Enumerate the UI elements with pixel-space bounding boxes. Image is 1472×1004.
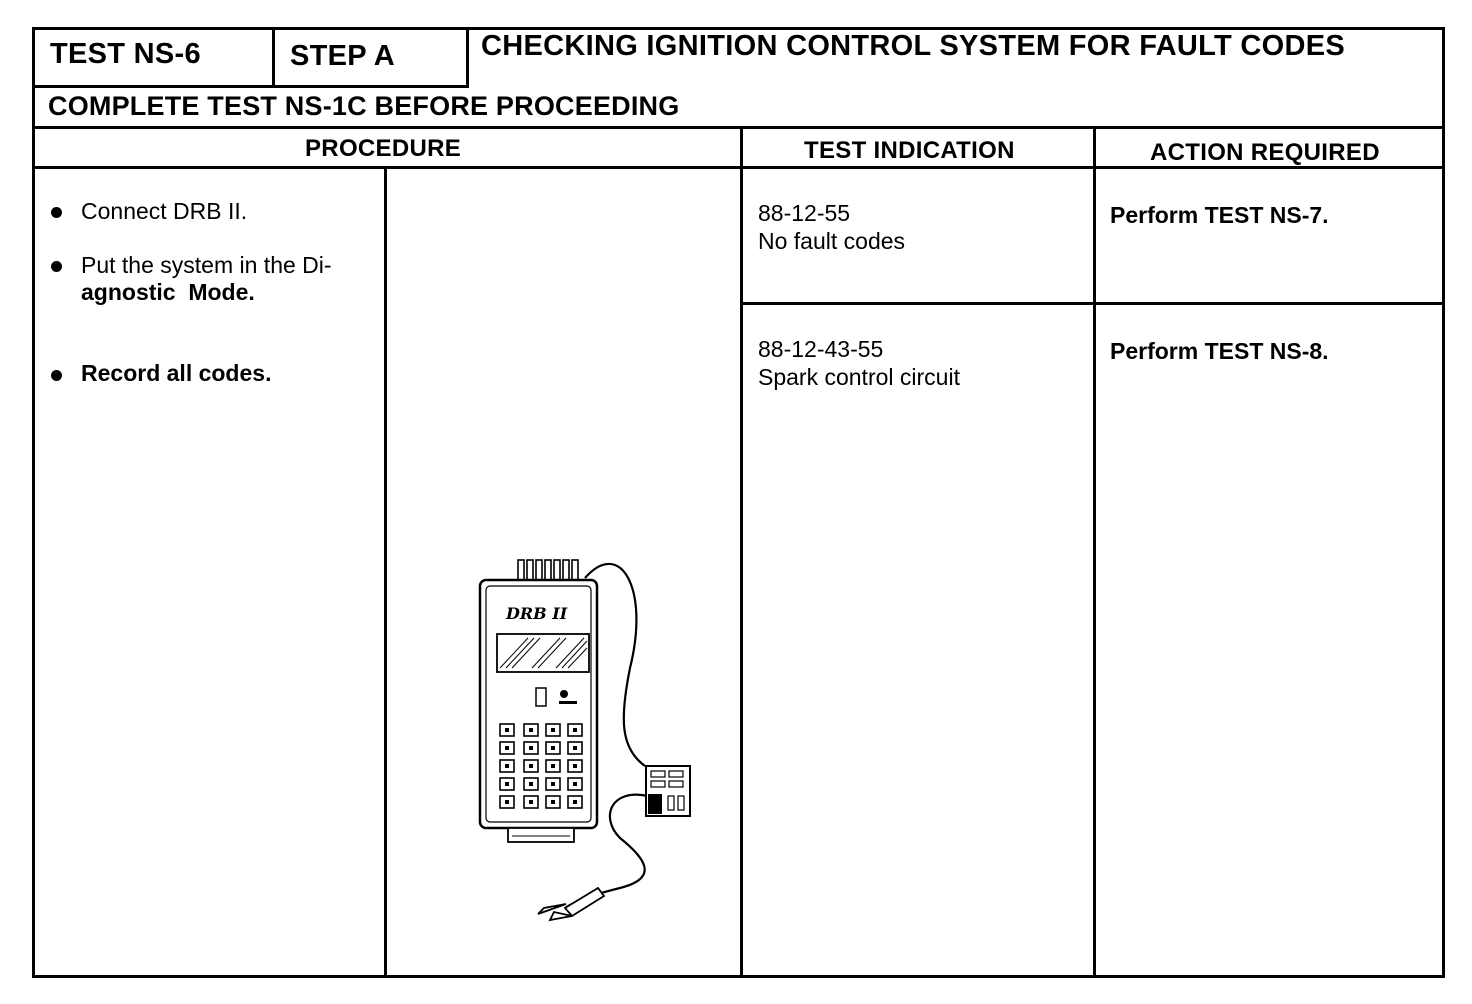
procedure-column-header: PROCEDURE xyxy=(305,135,462,162)
header-bottom-rule xyxy=(32,85,469,88)
bullet-2-icon xyxy=(51,261,62,272)
column-header-bottom-rule xyxy=(32,166,1445,169)
row-2-code: 88-12-43-55 xyxy=(758,336,884,362)
connector-pins-icon xyxy=(517,559,579,581)
prerequisite-bottom-rule xyxy=(32,126,1445,129)
test-chart-frame xyxy=(32,27,1445,978)
procedure-step-2-line-2: agnostic Mode. xyxy=(81,279,255,305)
procedure-step-2-line-1: Put the system in the Di- xyxy=(81,252,332,278)
procedure-step-1: Connect DRB II. xyxy=(81,198,248,224)
indication-column-right-rule xyxy=(1093,126,1096,978)
bullet-3-icon xyxy=(51,370,62,381)
indication-column-header: TEST INDICATION xyxy=(804,137,1015,164)
row-2-meaning: Spark control circuit xyxy=(758,364,960,390)
page-title: CHECKING IGNITION CONTROL SYSTEM FOR FAU… xyxy=(481,30,1346,62)
bullet-1-icon xyxy=(51,207,62,218)
test-id: TEST NS-6 xyxy=(50,38,201,70)
row-2-action: Perform TEST NS-8. xyxy=(1110,338,1329,364)
header-divider-2 xyxy=(466,27,469,87)
header-divider-1 xyxy=(272,27,275,87)
row-1-action: Perform TEST NS-7. xyxy=(1110,202,1329,228)
procedure-column-right-rule xyxy=(740,126,743,978)
action-column-header: ACTION REQUIRED xyxy=(1150,139,1380,166)
procedure-inner-divider xyxy=(384,166,387,978)
svg-text:DRB II: DRB II xyxy=(505,604,568,623)
procedure-step-3: Record all codes. xyxy=(81,360,272,386)
row-1-code: 88-12-55 xyxy=(758,200,851,226)
step-id: STEP A xyxy=(290,40,395,72)
row-1-meaning: No fault codes xyxy=(758,228,906,254)
prerequisite-note: COMPLETE TEST NS-1C BEFORE PROCEEDING xyxy=(48,91,680,121)
drb-ii-scan-tool-illustration: DRB II xyxy=(478,559,691,922)
